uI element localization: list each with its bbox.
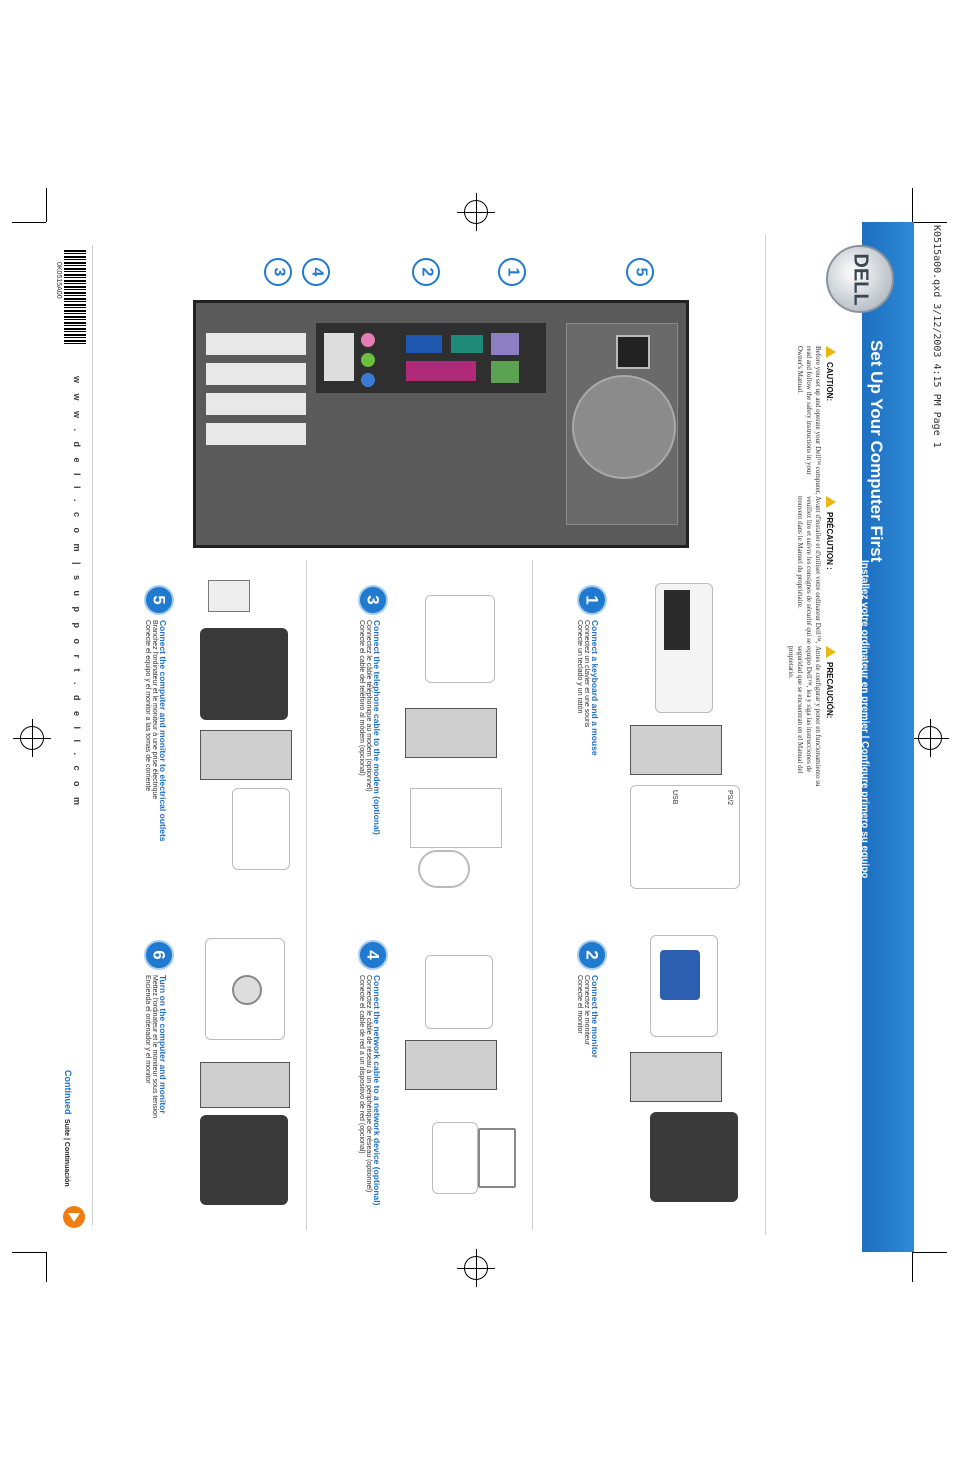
crop-mark [12,222,46,223]
step-6-text: Turn on the computer and monitor Mettez … [144,975,168,1118]
crop-mark [12,1252,46,1253]
step-number: 1 [577,585,607,615]
page-subtitle: Installez votre ordinateur en premier | … [859,560,870,879]
computer-image [630,1052,722,1102]
dell-logo: DELL [826,245,894,313]
crop-mark [913,1252,947,1253]
vga-connector [660,950,700,1000]
monitor-image [200,628,288,720]
step-number: 2 [577,940,607,970]
crop-mark [912,188,913,222]
warning-icon [826,496,837,508]
page-title: Set Up Your Computer First [867,340,886,563]
computer-image [200,730,292,780]
divider [306,560,307,1230]
expansion-slots [206,323,306,473]
usb-label: USB [671,790,678,805]
computer-back-panel [193,300,689,548]
network-icon [478,1128,516,1188]
crop-mark [912,1252,913,1282]
modem-box [425,595,495,683]
step-number: 4 [358,940,388,970]
warning-icon [826,646,837,658]
step-number: 6 [144,940,174,970]
outlet-image [208,580,250,612]
step-2-text: Connect the monitor Connectez le moniteu… [576,975,600,1059]
power-plug-box [232,788,290,870]
file-info: K0515a00.qxd 3/12/2003 4:15 PM Page 1 [931,225,942,448]
barcode-text: 0K0515A00 [55,262,62,299]
barcode [64,250,86,345]
step-5-text: Connect the computer and monitor to elec… [144,620,168,842]
callout-2: 2 [412,258,440,286]
caution-en: CAUTION: Before you set up and operate y… [795,346,840,496]
header-band [862,222,914,1252]
telephone-image [418,850,470,888]
registration-mark [457,193,495,231]
io-ports [316,323,546,393]
computer-image [200,1062,290,1108]
crop-mark [46,1252,47,1282]
callout-1: 1 [498,258,526,286]
registration-mark [13,719,51,757]
power-button-icon [232,975,262,1005]
step-number: 5 [144,585,174,615]
divider [532,560,533,1230]
monitor-image [200,1115,288,1205]
ps2-label: PS/2 [726,790,733,806]
keyboard-image [664,590,690,650]
footer-url: w w w . d e l l . c o m | s u p p o r t … [72,376,82,810]
step-4-text: Connect the network cable to a network d… [358,975,382,1206]
divider [92,245,93,1225]
caution-es: PRECAUCIÓN: Antes de configurar y poner … [786,646,840,796]
step-3-text: Connect the telephone cable to the modem… [358,620,382,835]
computer-image [405,1040,497,1090]
computer-image [630,725,722,775]
caution-fr: PRÉCAUTION : Avant d'installer et d'util… [795,496,840,646]
crop-mark [913,222,947,223]
registration-mark [911,719,949,757]
step-1-text: Connect a keyboard and a mouse Connectez… [576,620,600,756]
callout-3: 3 [264,258,292,286]
divider [765,235,766,1235]
network-device-box [432,1122,478,1194]
continued-label: Continued Suite | Continuación [63,1070,73,1187]
fan-grille [572,375,676,479]
network-port-box [425,955,493,1029]
monitor-image [650,1112,738,1202]
computer-image [405,708,497,758]
step-number: 3 [358,585,388,615]
warning-icon [826,346,837,358]
arrow-down-icon [63,1206,85,1228]
callout-5: 5 [626,258,654,286]
ps2-usb-box [630,785,740,889]
registration-mark [457,1249,495,1287]
power-socket [616,335,650,369]
wall-jack-box [410,788,502,848]
crop-mark [46,188,47,222]
callout-4: 4 [302,258,330,286]
